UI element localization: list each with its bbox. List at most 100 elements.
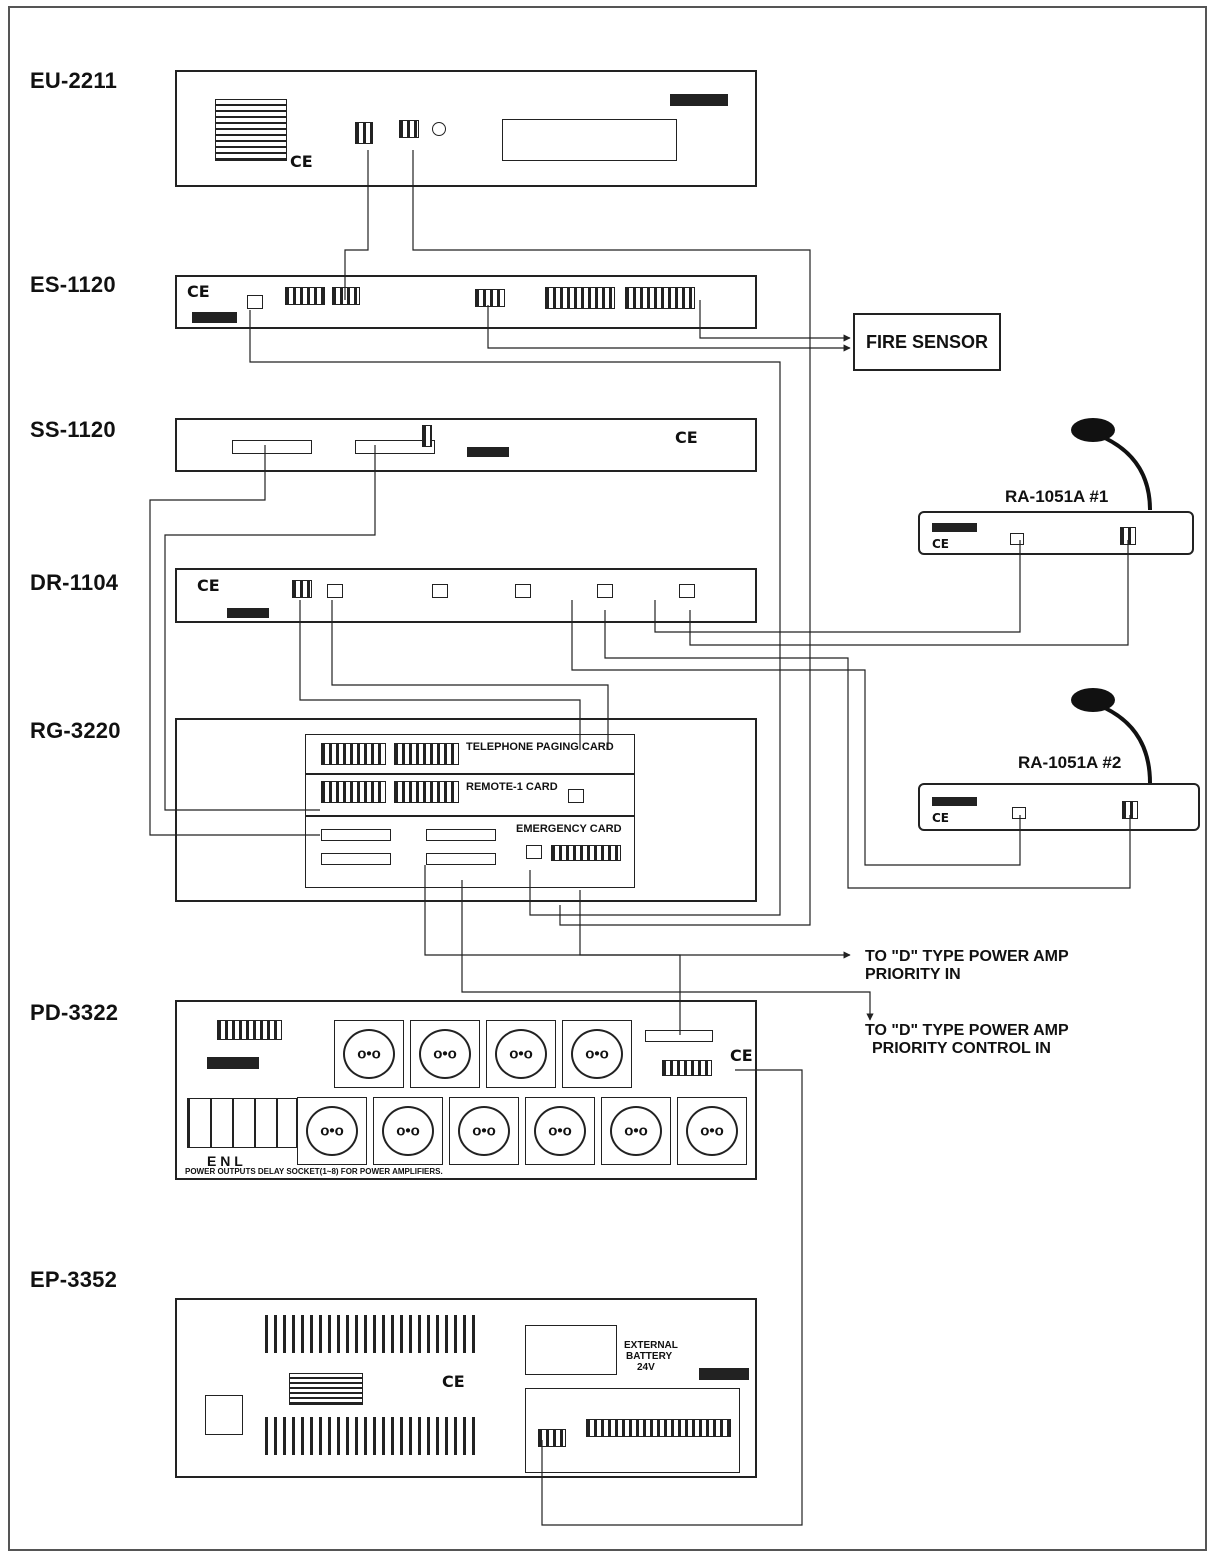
wire-rg-to-pd — [424, 865, 681, 1035]
battery-line3: 24V — [637, 1362, 655, 1373]
model-label-eu: EU-2211 — [30, 68, 118, 93]
mains-terminal-block — [187, 1098, 297, 1148]
terminal-block-icon — [285, 287, 325, 305]
rj45-port-icon — [679, 584, 695, 598]
terminal-block-icon — [399, 120, 419, 138]
db-connector-icon — [321, 853, 391, 865]
emergency-message-card-slot — [502, 119, 677, 161]
eu-nameplate — [215, 99, 287, 161]
power-outlet-icon — [486, 1020, 556, 1088]
model-label-es: ES-1120 — [30, 272, 116, 297]
terminal-block-icon — [662, 1060, 712, 1076]
remote-card-label: REMOTE-1 CARD — [466, 781, 558, 793]
wire-es-fire-sensor-2 — [487, 305, 851, 352]
power-outlet-icon — [373, 1097, 443, 1165]
rj45-port-icon — [432, 584, 448, 598]
rj45-port-icon — [568, 789, 584, 803]
ce-mark-icon: CE — [187, 282, 210, 301]
power-outlet-icon — [334, 1020, 404, 1088]
terminal-block-icon — [545, 287, 615, 309]
ra1-device: CE — [918, 511, 1194, 555]
wire-ss-to-rg-1 — [149, 445, 320, 836]
power-outlet-icon — [297, 1097, 367, 1165]
remote-card: REMOTE-1 CARD — [305, 774, 635, 816]
dc-outputs-block — [525, 1388, 740, 1473]
model-label-ep: EP-3352 — [30, 1267, 118, 1292]
model-label-rg: RG-3220 — [30, 718, 121, 743]
enl-label: E N L — [207, 1153, 243, 1169]
terminal-block-icon — [217, 1020, 282, 1040]
wire-eu-to-es — [344, 150, 369, 300]
terminal-block-icon — [321, 781, 386, 803]
pd-3322-panel: E N L CE POWER OUTPUTS DELAY SOCKET(1~8)… — [175, 1000, 757, 1180]
ce-mark-icon: CE — [442, 1372, 465, 1391]
model-label-pd: PD-3322 — [30, 1000, 119, 1025]
rj45-port-icon — [597, 584, 613, 598]
terminal-block-icon — [625, 287, 695, 309]
terminal-block-icon — [292, 580, 312, 598]
terminal-block-icon — [538, 1429, 566, 1447]
battery-terminals — [525, 1325, 617, 1375]
note-priority-in-1: TO "D" TYPE POWER AMP — [865, 948, 1069, 965]
dr-1104-panel: CE — [175, 568, 757, 623]
terminal-block-icon — [475, 289, 505, 307]
serial-number-plate — [467, 447, 509, 457]
wire-dr-to-ra1-1 — [654, 540, 1021, 633]
wire-pd-to-ep — [541, 1069, 803, 1526]
ac-inlet-icon — [205, 1395, 243, 1435]
terminal-block-icon — [321, 743, 386, 765]
wire-dr-to-rg-2 — [331, 600, 609, 750]
terminal-block-icon — [551, 845, 621, 861]
power-outlet-icon — [410, 1020, 480, 1088]
pd-footer-text: POWER OUTPUTS DELAY SOCKET(1~8) FOR POWE… — [185, 1167, 443, 1176]
rg-3220-rack: TELEPHONE PAGING CARD REMOTE-1 CARD EMER… — [175, 718, 757, 902]
wire-eu-audio-to-rg — [412, 150, 811, 926]
microphone-icon — [1071, 688, 1152, 784]
terminal-block-icon — [394, 781, 459, 803]
microphone-icon — [1071, 418, 1152, 511]
ventilation-slots — [265, 1315, 477, 1353]
wire-dr-to-ra1-2 — [689, 540, 1129, 646]
serial-number-plate — [699, 1368, 749, 1380]
diagram-frame — [8, 6, 1207, 1551]
ra2-device: CE — [918, 783, 1200, 831]
ce-mark-icon: CE — [932, 811, 950, 825]
ra1-label: RA-1051A #1 — [1005, 487, 1109, 506]
ce-mark-icon: CE — [730, 1046, 753, 1065]
ventilation-slots — [265, 1417, 477, 1455]
db-connector-icon — [321, 829, 391, 841]
rj45-port-icon — [1012, 807, 1026, 819]
wire-es-fire-sensor-1 — [699, 300, 851, 342]
rj45-port-icon — [327, 584, 343, 598]
serial-number-plate — [932, 797, 977, 806]
ss-1120-panel: CE — [175, 418, 757, 472]
emergency-card: EMERGENCY CARD — [305, 816, 635, 888]
terminal-block-icon — [394, 743, 459, 765]
wire-es-to-rg — [249, 310, 781, 916]
wire-ss-to-rg-2 — [164, 445, 376, 811]
rj45-port-icon — [247, 295, 263, 309]
terminal-block-icon — [422, 425, 432, 447]
terminal-block-icon — [332, 287, 360, 305]
battery-line1: EXTERNAL — [624, 1340, 678, 1351]
fire-sensor-box: FIRE SENSOR — [853, 313, 1001, 371]
eu-2211-panel: CE — [175, 70, 757, 187]
model-label-dr: DR-1104 — [30, 570, 119, 595]
ce-mark-icon: CE — [290, 152, 313, 171]
serial-number-plate — [932, 523, 977, 532]
serial-number-plate — [670, 94, 728, 106]
db-connector-icon — [232, 440, 312, 454]
wire-dr-to-rg-1 — [299, 600, 581, 750]
ce-mark-icon: CE — [932, 537, 950, 551]
power-outlet-icon — [601, 1097, 671, 1165]
terminal-block-icon — [586, 1419, 731, 1437]
rj45-port-icon — [526, 845, 542, 859]
wire-priority-control — [461, 880, 874, 1021]
serial-number-plate — [207, 1057, 259, 1069]
power-outlet-icon — [525, 1097, 595, 1165]
power-outlet-icon — [562, 1020, 632, 1088]
ce-mark-icon: CE — [675, 428, 698, 447]
note-priority-ctrl-1: TO "D" TYPE POWER AMP — [865, 1022, 1069, 1039]
note-priority-ctrl-2: PRIORITY CONTROL IN — [872, 1040, 1051, 1057]
